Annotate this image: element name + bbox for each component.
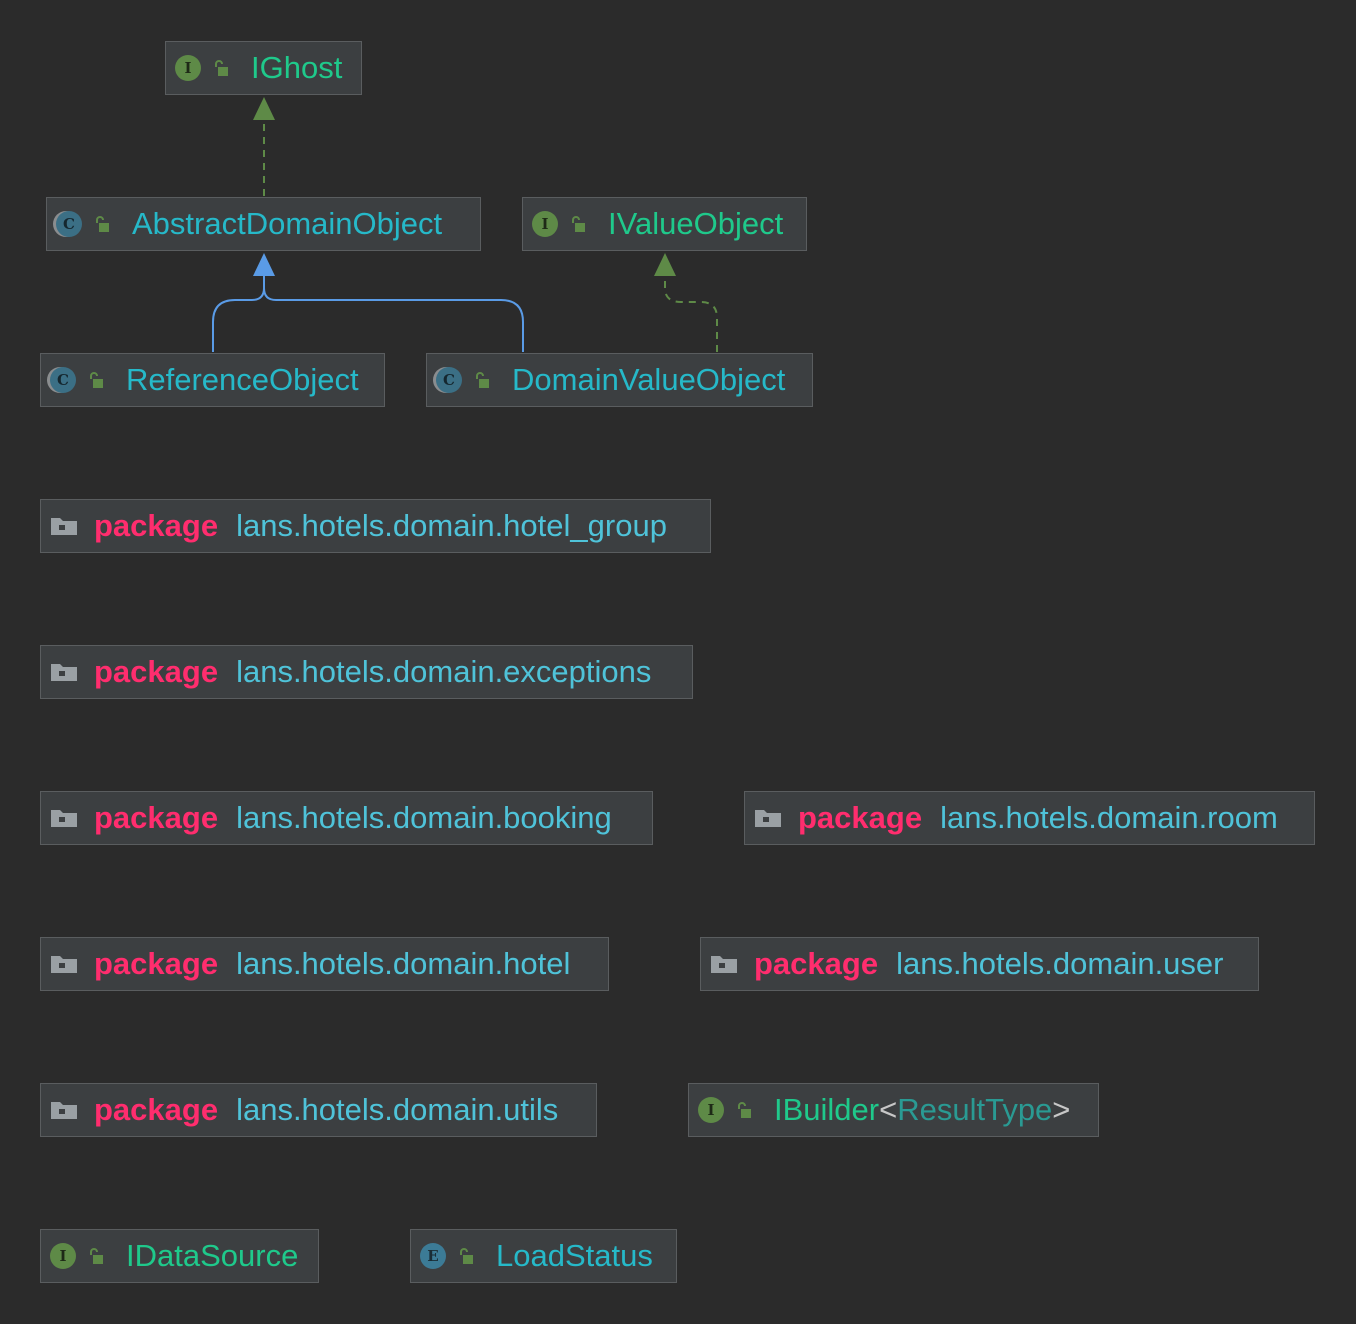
class-name: DomainValueObject xyxy=(512,362,786,397)
unlocked-icon xyxy=(90,1248,103,1264)
folder-icon xyxy=(51,664,77,681)
class-name: IDataSource xyxy=(126,1238,299,1273)
class-name: ReferenceObject xyxy=(126,362,359,397)
package-name: lans.hotels.domain.hotel xyxy=(236,946,571,981)
edge-domainvalueobject-extends-abstractdomainobject xyxy=(263,287,524,352)
interface-icon: I xyxy=(175,55,201,81)
package-name: lans.hotels.domain.room xyxy=(940,800,1278,835)
package-name: lans.hotels.domain.utils xyxy=(236,1092,559,1127)
class-name: IGhost xyxy=(251,50,343,85)
unlocked-icon xyxy=(572,216,585,232)
type-param-open: < xyxy=(879,1092,898,1127)
package-user-node[interactable]: package lans.hotels.domain.user xyxy=(700,937,1259,991)
package-name: lans.hotels.domain.user xyxy=(896,946,1224,981)
class-name: IBuilder xyxy=(774,1092,880,1127)
abstractdomainobject-node[interactable]: C AbstractDomainObject xyxy=(46,197,481,251)
ighost-node[interactable]: I IGhost xyxy=(165,41,362,95)
idatasource-node[interactable]: I IDataSource xyxy=(40,1229,319,1283)
unlocked-icon xyxy=(96,216,109,232)
implements-arrowhead xyxy=(253,97,275,120)
unlocked-icon xyxy=(215,60,228,76)
package-name: lans.hotels.domain.hotel_group xyxy=(236,508,667,543)
enum-icon: E xyxy=(420,1243,446,1269)
package-keyword: package xyxy=(94,1092,219,1127)
domainvalueobject-node[interactable]: C DomainValueObject xyxy=(426,353,813,407)
loadstatus-node[interactable]: E LoadStatus xyxy=(410,1229,677,1283)
edge-domainvalueobject-implements-ivalueobject xyxy=(664,276,718,352)
folder-icon xyxy=(711,956,737,973)
folder-icon xyxy=(51,1102,77,1119)
package-hotel-group-node[interactable]: package lans.hotels.domain.hotel_group xyxy=(40,499,711,553)
package-booking-node[interactable]: package lans.hotels.domain.booking xyxy=(40,791,653,845)
interface-icon: I xyxy=(50,1243,76,1269)
interface-icon: I xyxy=(532,211,558,237)
package-hotel-node[interactable]: package lans.hotels.domain.hotel xyxy=(40,937,609,991)
class-icon: C xyxy=(50,367,76,393)
package-keyword: package xyxy=(798,800,923,835)
implements-arrowhead xyxy=(654,253,676,276)
unlocked-icon xyxy=(476,372,489,388)
package-name: lans.hotels.domain.booking xyxy=(236,800,612,835)
folder-icon xyxy=(51,956,77,973)
interface-icon: I xyxy=(698,1097,724,1123)
extends-arrowhead xyxy=(253,253,275,276)
unlocked-icon xyxy=(738,1102,751,1118)
folder-icon xyxy=(51,810,77,827)
ibuilder-node[interactable]: I IBuilder<ResultType> xyxy=(688,1083,1099,1137)
unlocked-icon xyxy=(460,1248,473,1264)
referenceobject-node[interactable]: C ReferenceObject xyxy=(40,353,385,407)
ivalueobject-node[interactable]: I IValueObject xyxy=(522,197,807,251)
package-keyword: package xyxy=(94,508,219,543)
type-parameter: ResultType xyxy=(897,1092,1053,1127)
package-keyword: package xyxy=(94,800,219,835)
edge-referenceobject-extends-abstractdomainobject xyxy=(212,276,265,352)
package-exceptions-node[interactable]: package lans.hotels.domain.exceptions xyxy=(40,645,693,699)
package-room-node[interactable]: package lans.hotels.domain.room xyxy=(744,791,1315,845)
folder-icon xyxy=(755,810,781,827)
class-name: AbstractDomainObject xyxy=(132,206,443,241)
abstract-class-icon: C xyxy=(56,211,82,237)
class-name: LoadStatus xyxy=(496,1238,653,1273)
package-keyword: package xyxy=(754,946,879,981)
type-param-close: > xyxy=(1052,1092,1071,1127)
package-keyword: package xyxy=(94,654,219,689)
package-utils-node[interactable]: package lans.hotels.domain.utils xyxy=(40,1083,597,1137)
package-keyword: package xyxy=(94,946,219,981)
class-icon: C xyxy=(436,367,462,393)
folder-icon xyxy=(51,518,77,535)
class-name: IValueObject xyxy=(608,206,784,241)
unlocked-icon xyxy=(90,372,103,388)
package-name: lans.hotels.domain.exceptions xyxy=(236,654,652,689)
